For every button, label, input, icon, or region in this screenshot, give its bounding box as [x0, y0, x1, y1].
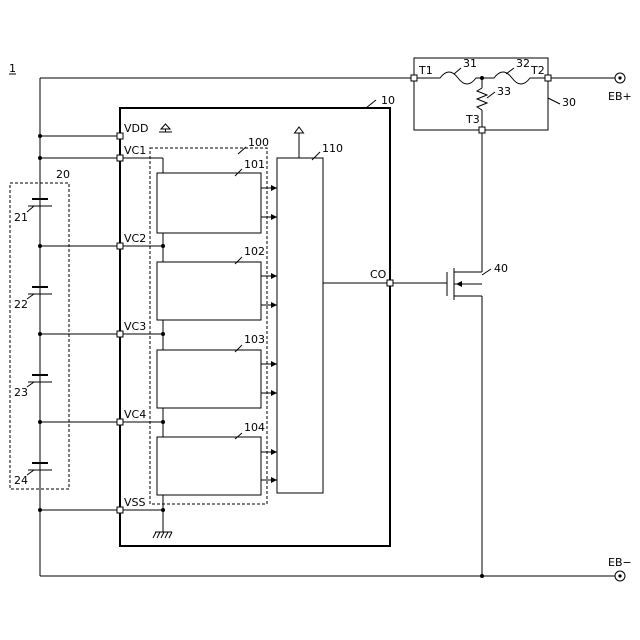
svg-text:21: 21: [14, 211, 28, 224]
heater-33: [477, 88, 487, 110]
terminal-eb-minus: EB−: [608, 556, 632, 581]
svg-text:33: 33: [497, 85, 511, 98]
figure-label: 1: [9, 62, 16, 75]
battery-cell-24: 24: [14, 463, 52, 487]
detector-block-102: 102: [157, 245, 265, 320]
pin-vc4: [117, 419, 123, 425]
ground-symbol: [153, 532, 172, 538]
svg-text:23: 23: [14, 386, 28, 399]
pin-vc1: [117, 155, 123, 161]
svg-text:20: 20: [56, 168, 70, 181]
svg-text:22: 22: [14, 298, 28, 311]
svg-text:40: 40: [494, 262, 508, 275]
svg-text:31: 31: [463, 57, 477, 70]
pin-vss: [117, 507, 123, 513]
svg-text:32: 32: [516, 57, 530, 70]
svg-text:110: 110: [322, 142, 343, 155]
svg-text:VDD: VDD: [124, 122, 148, 135]
svg-text:EB−: EB−: [608, 556, 632, 569]
svg-text:101: 101: [244, 158, 265, 171]
vdd-supply-symbol: [159, 124, 172, 132]
battery-cell-21: 21: [14, 199, 52, 224]
svg-text:102: 102: [244, 245, 265, 258]
svg-text:24: 24: [14, 474, 28, 487]
pin-vc3: [117, 331, 123, 337]
pin-vc2: [117, 243, 123, 249]
svg-text:VSS: VSS: [124, 496, 146, 509]
svg-text:VC2: VC2: [124, 232, 146, 245]
switch-40: 40: [447, 262, 508, 300]
terminal-t1: [411, 75, 417, 81]
logic-block-110: 110: [277, 127, 343, 493]
svg-text:EB+: EB+: [608, 90, 632, 103]
svg-text:103: 103: [244, 333, 265, 346]
svg-text:100: 100: [248, 136, 269, 149]
svg-text:VC1: VC1: [124, 144, 146, 157]
battery-cell-22: 22: [14, 287, 52, 311]
svg-text:10: 10: [381, 94, 395, 107]
detector-block-104: 104: [157, 421, 265, 495]
battery-cell-23: 23: [14, 375, 52, 399]
detector-block-103: 103: [157, 333, 265, 408]
svg-text:30: 30: [562, 96, 576, 109]
svg-text:104: 104: [244, 421, 265, 434]
detector-block-101: 101: [157, 158, 265, 233]
terminal-t3: [479, 127, 485, 133]
detector-group: 100 101 102 103 104: [150, 136, 277, 504]
svg-text:VC3: VC3: [124, 320, 146, 333]
pin-vdd: [117, 133, 123, 139]
svg-text:VC4: VC4: [124, 408, 146, 421]
pin-co: [387, 280, 393, 286]
terminal-t2: [545, 75, 551, 81]
protection-element-30: 30 T1 T2 T3 31 32 33: [411, 57, 576, 133]
svg-text:T3: T3: [465, 113, 480, 126]
svg-text:T2: T2: [530, 64, 545, 77]
svg-text:CO: CO: [370, 268, 387, 281]
svg-text:T1: T1: [418, 64, 433, 77]
